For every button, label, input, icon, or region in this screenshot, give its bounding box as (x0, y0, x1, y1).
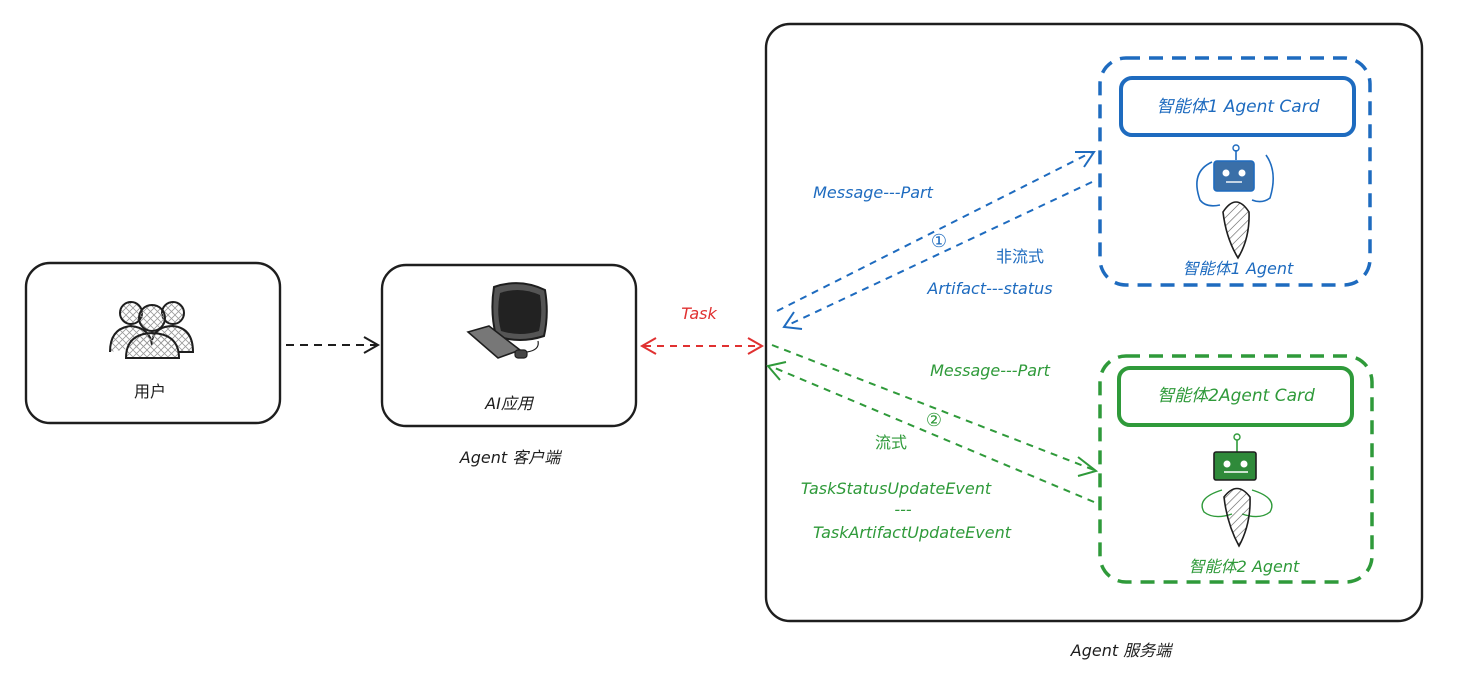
agent2-name: 智能体2 Agent (1189, 557, 1300, 576)
agent1-card (1119, 76, 1356, 137)
flow1-request-label: Message---Part (813, 183, 933, 202)
computer-icon (466, 282, 548, 359)
task-arrow (639, 337, 765, 355)
flow2-request-label: Message---Part (930, 361, 1050, 380)
robot-icon (1201, 433, 1273, 548)
flow2-response-arrow (766, 361, 1095, 503)
agent1-name: 智能体1 Agent (1183, 259, 1294, 278)
user-box: 用户 (24, 261, 282, 425)
server-container (764, 22, 1424, 623)
flow2-mode-label: 流式 (875, 433, 907, 452)
flow2-event1-label: TaskStatusUpdateEvent (801, 479, 992, 498)
agent1-group: 智能体1 Agent Card 智能体1 Agent (1098, 56, 1372, 287)
client-box: AI应用 (380, 263, 638, 428)
users-icon (109, 301, 195, 359)
agent2-group: 智能体2Agent Card 智能体2 Agent (1098, 354, 1374, 584)
flow1-response-arrow (782, 181, 1093, 330)
task-label: Task (681, 304, 717, 323)
flow1-marker: ① (931, 231, 947, 252)
flow1-mode-label: 非流式 (996, 247, 1044, 266)
user-label: 用户 (134, 382, 166, 401)
flow2-marker: ② (926, 410, 942, 431)
app-label: AI应用 (484, 394, 535, 413)
agent2-card-label: 智能体2Agent Card (1157, 386, 1315, 406)
client-caption: Agent 客户端 (459, 448, 562, 467)
flow2-separator-label: --- (894, 500, 912, 519)
flow1-response-label: Artifact---status (926, 279, 1052, 298)
flow2-event2-label: TaskArtifactUpdateEvent (813, 523, 1012, 542)
agent1-card-label: 智能体1 Agent Card (1156, 97, 1319, 117)
flow2-request-arrow (771, 344, 1099, 477)
robot-icon (1196, 144, 1274, 260)
server-caption: Agent 服务端 (1070, 641, 1173, 660)
user-to-client-arrow (286, 336, 381, 354)
agent2-card (1117, 366, 1354, 427)
flow1-request-arrow (776, 151, 1096, 312)
